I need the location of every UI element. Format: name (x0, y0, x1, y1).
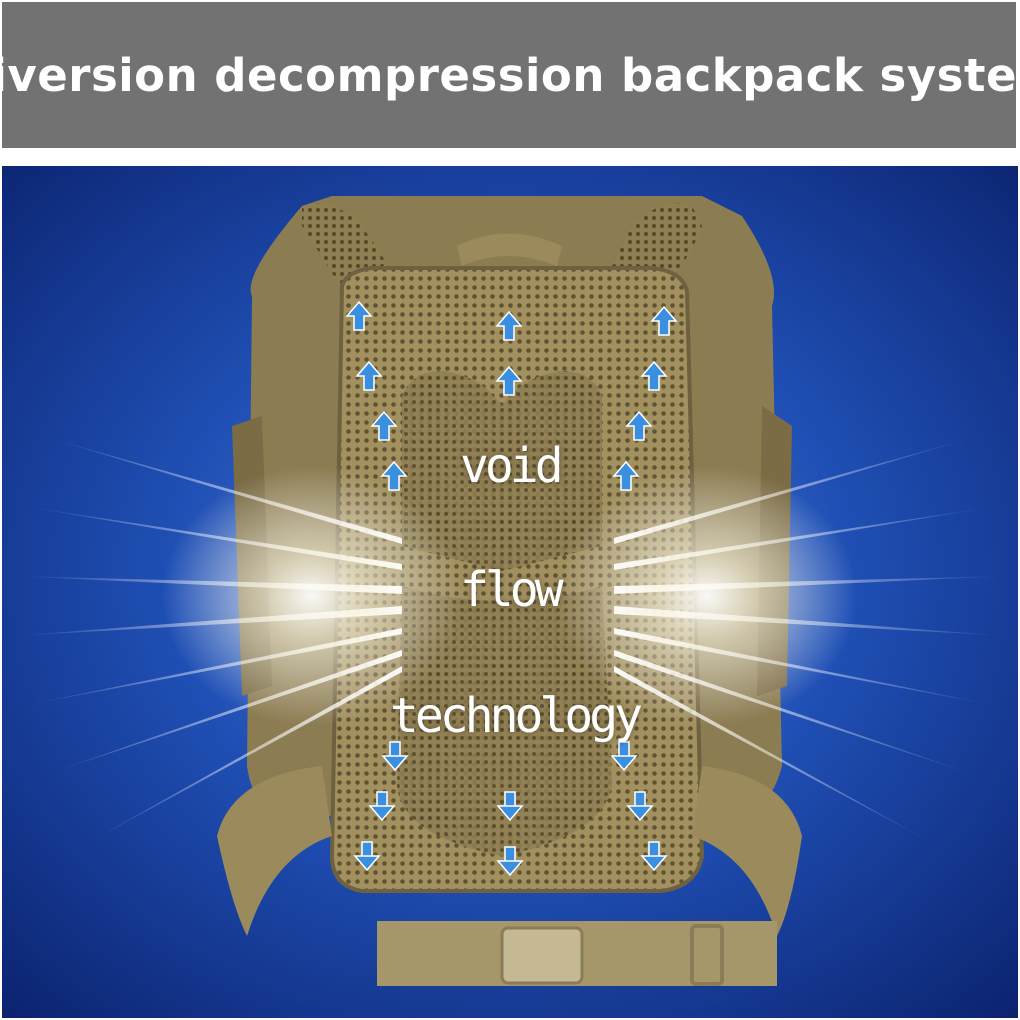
glow-left (162, 466, 462, 726)
title-banner: Diversion decompression backpack system (0, 2, 1020, 148)
label-technology: technology (390, 688, 643, 744)
lower-pad (397, 586, 612, 856)
upper-pad (402, 371, 602, 571)
buckle-icon (500, 926, 584, 985)
top-handle (457, 233, 562, 266)
glow-right (557, 466, 857, 726)
waist-belt-right (692, 766, 802, 936)
banner-title: Diversion decompression backpack system (0, 48, 1020, 102)
arrow-up-icon (345, 300, 678, 491)
strap-adjuster-icon (690, 924, 724, 986)
arrow-down-icon (353, 741, 668, 877)
label-void: void (460, 438, 564, 494)
label-flow: flow (460, 562, 564, 618)
waist-belt-left (217, 766, 332, 936)
backpack-photo: void flow technology (2, 166, 1018, 1018)
backpack-illustration (2, 166, 1018, 1018)
